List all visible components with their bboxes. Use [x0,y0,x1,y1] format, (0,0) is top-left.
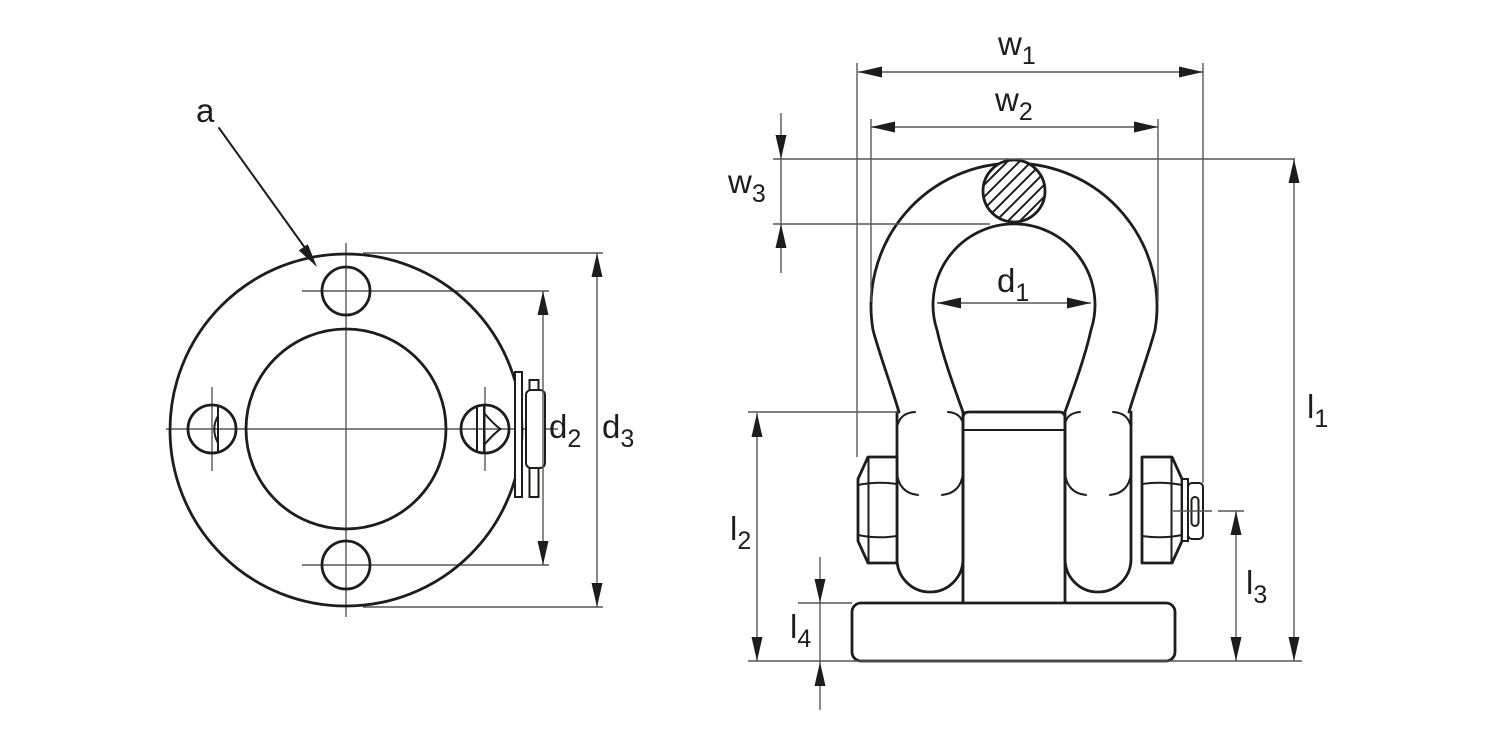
right-ear [1063,410,1133,594]
l4-arrow-up [814,662,826,686]
left-ear [895,410,965,594]
l2-arrow-up [751,413,763,437]
d1-arrow-right [1067,297,1091,309]
pin-hex-nut-facet-bottom [1141,534,1183,539]
label-l2: l2 [730,510,751,555]
rope-hatching [984,161,1044,221]
leader-a-arrow [298,244,317,267]
label-l1: l1 [1307,388,1328,433]
left-ear-top-outer-fillet [897,411,916,425]
keeper-plate-side [525,389,546,469]
d2-arrow-down [537,541,549,565]
center-block [961,410,1067,605]
d3-arrow-down [591,583,603,607]
base-plate [850,601,1177,663]
label-l4: l4 [790,608,811,653]
right-ear-top-outer-fillet [1112,411,1131,425]
pin-hex-nut-facet-top [1141,481,1183,486]
right-ear-boss-inner-fillet [1064,472,1087,496]
l4-arrow-down [814,579,826,603]
l1-arrow-up [1288,159,1300,183]
w2-arrow-right [1134,121,1158,133]
left-ear-boss-outer-fillet [896,472,919,496]
bow-inner-profile [931,222,1097,414]
d2-arrow-up [537,291,549,315]
w1-arrow-right [1179,66,1203,78]
d1-arrow-left [937,297,961,309]
pin-hex-head-facet-bottom [857,534,898,539]
leader-a-line [218,127,309,253]
label-d2: d2 [549,408,581,453]
d3-arrow-up [591,253,603,277]
left-ear-top-inner-fillet [947,411,964,425]
l2-arrow-down [751,637,763,661]
l3-arrow-up [1230,511,1242,535]
label-w1: w1 [997,25,1036,70]
bolt-hole-left [186,403,238,455]
w3-arrow-up [775,224,787,248]
label-w2: w2 [994,81,1033,126]
flange-dimensions: d2 d3 a [196,92,634,607]
pin-hex-head [856,455,899,565]
bolt-hole-right [459,403,511,455]
right-ear-boss-outer-fillet [1109,472,1132,496]
left-hole-lens-detail [213,415,219,444]
label-w3: w3 [727,163,766,208]
label-d1: d1 [997,262,1029,307]
right-hole-point-detail [483,412,503,446]
l1-arrow-down [1288,637,1300,661]
bolt-hole-bottom [320,539,372,591]
bolt-hole-top [320,265,372,317]
label-l3: l3 [1246,564,1267,609]
label-a: a [196,92,215,129]
l3-arrow-down [1230,637,1242,661]
pin-hex-nut [1140,455,1184,565]
flange-top-view [166,243,603,617]
shackle-front-view [850,158,1212,663]
right-ear-top-inner-fillet [1064,411,1081,425]
left-ear-boss-inner-fillet [941,472,964,496]
label-d3: d3 [602,408,634,453]
flange-bore-circle [244,327,448,531]
w3-arrow-down [775,135,787,159]
keeper-edge-bar [514,371,523,498]
shackle-dimensions: w1 w2 w3 d1 l1 l2 l3 l4 [727,25,1328,710]
pin-hex-head-facet-top [857,481,898,486]
w1-arrow-left [858,66,882,78]
w2-arrow-left [871,121,895,133]
